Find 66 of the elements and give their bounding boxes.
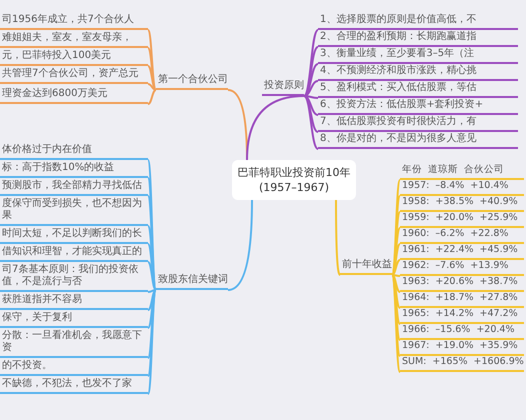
branch-line: [391, 274, 401, 325]
topic-text: 共管理7个合伙公司，资产总元: [0, 67, 148, 84]
topic-text: 的不投资。: [0, 359, 148, 376]
branch-line: [303, 95, 319, 150]
topic-text: 1966: –15.6% +20.4%: [400, 323, 524, 340]
topic-text: 获胜道指并不容易: [0, 293, 148, 310]
topic-text: 6、投资方法：低估股票+套利投资+: [318, 98, 518, 115]
branch-line: [147, 290, 157, 376]
branch-topic: 第一个合伙公司: [156, 73, 228, 90]
branch-line: [148, 89, 156, 105]
branch-line: [391, 227, 401, 276]
branch-line: [335, 200, 341, 276]
topic-text: 1958: +38.5% +40.9%: [400, 195, 524, 212]
branch-line: [303, 29, 319, 97]
topic-text: 预测股市，我全部精力寻找低估: [0, 179, 148, 196]
branch-line: [304, 95, 318, 133]
topic-text: 1961: +22.4% +45.9%: [400, 243, 524, 260]
branch-topic: 前十年收益: [340, 258, 392, 275]
branch-line: [391, 274, 401, 356]
topic-text: 7、低估股票投资有时很快活力，有: [318, 115, 518, 132]
branch-line: [148, 83, 156, 91]
topic-text: 年份 道琼斯 合伙公司: [400, 163, 524, 180]
topic-text: 2、合理的盈利预期：长期跑赢道指: [318, 30, 518, 47]
branch-topic: 致股东信关键词: [156, 273, 228, 290]
branch-line: [148, 289, 156, 293]
topic-text: 时间太短，不足以判断我们的长: [0, 227, 148, 244]
branch-line: [228, 200, 253, 291]
branch-line: [147, 289, 157, 311]
topic-text: 借知识和理智，才能实现真正的: [0, 245, 148, 262]
topic-text: 分散：一旦看准机会，我愿意下资: [0, 329, 148, 358]
topic-text: 理资金达到6800万美元: [0, 87, 148, 104]
topic-text: 1963: +20.6% +38.7%: [400, 275, 524, 292]
topic-text: 3、衡量业绩，至少要看3–5年（注: [318, 47, 518, 64]
topic-text: 1967: +19.0% +35.9%: [400, 339, 524, 356]
branch-line: [303, 46, 319, 97]
topic-text: 1、选择股票的原则是价值高低，不: [318, 13, 518, 30]
topic-text: 5、盈利模式：买入低估股票，等估: [318, 81, 518, 98]
topic-text: 1965: +14.2% +47.2%: [400, 307, 524, 324]
topic-text: 4、不预测经济和股市涨跌，精心挑: [318, 64, 518, 81]
topic-text: 8、你是对的，不是因为很多人意见: [318, 132, 518, 149]
central-topic-box: 巴菲特职业投资前10年 (1957–1967): [232, 160, 356, 200]
branch-line: [147, 261, 157, 291]
topic-text: 体价格过于内在价值: [0, 143, 148, 160]
branch-line: [304, 63, 318, 97]
branch-line: [392, 274, 400, 277]
topic-text: 1957: –8.4% +10.4%: [400, 179, 524, 196]
topic-text: SUM: +165% +1606.9%: [400, 355, 524, 372]
branch-line: [392, 274, 400, 293]
topic-text: 1962: –7.6% +13.9%: [400, 259, 524, 276]
branch-line: [147, 47, 157, 91]
branch-line: [392, 259, 400, 276]
topic-text: 司1956年成立，共7个合伙人: [0, 13, 148, 30]
topic-text: 保守，关于复利: [0, 311, 148, 328]
topic-text: 1959: +20.0% +25.9%: [400, 211, 524, 228]
topic-text: 不缺德，不犯法，也发不了家: [0, 377, 148, 394]
branch-line: [246, 95, 304, 160]
topic-text: 司7条基本原则：我们的投资依值，不是流行与否: [0, 263, 148, 292]
topic-text: 度保守而受到损失，也不想因为果: [0, 197, 148, 226]
branch-line: [147, 290, 157, 394]
topic-text: 1960: –6.2% +22.8%: [400, 227, 524, 244]
topic-text: 难姐姐夫，室友，室友母亲，: [0, 31, 148, 48]
branch-line: [391, 274, 401, 372]
topic-text: 1964: +18.7% +27.8%: [400, 291, 524, 308]
topic-text: 元，巴菲特投入100美元: [0, 49, 148, 66]
branch-topic: 投资原则: [262, 79, 304, 96]
topic-text: 标：高于指数10%的收益: [0, 161, 148, 178]
